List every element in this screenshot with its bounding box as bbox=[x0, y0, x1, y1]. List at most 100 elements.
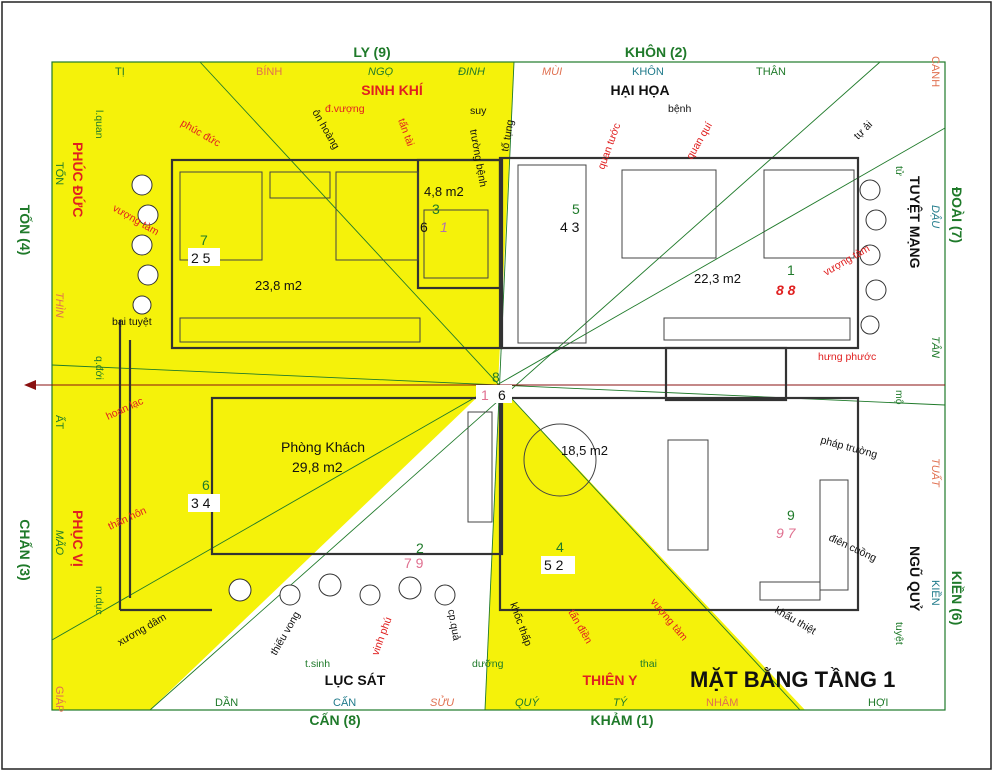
dir-left-bottom: CHẤN (3) bbox=[17, 519, 33, 580]
fs-r1-pair: 2 5 bbox=[191, 250, 211, 266]
mountain-top-4: MÙI bbox=[542, 65, 562, 78]
mountain-top-7: CANH bbox=[929, 56, 941, 87]
mountain-top-3: ĐINH bbox=[458, 66, 485, 78]
zone-ngu-quy: NGŨ QUỶ bbox=[907, 546, 924, 612]
dir-left-top: TỐN (4) bbox=[17, 205, 34, 256]
plants bbox=[131, 174, 887, 606]
mountain-top-0: TỊ bbox=[115, 66, 125, 78]
fs-r2-b: 1 bbox=[440, 219, 448, 235]
fs-r4-mid: 1 bbox=[787, 262, 795, 278]
fs-r9-mid: 9 bbox=[787, 507, 795, 523]
fs-r6-mid: 6 bbox=[202, 477, 210, 493]
sofa bbox=[467, 411, 493, 523]
star-cp-qua: cp.quả bbox=[445, 608, 462, 641]
mountain-right-2: TUẤT bbox=[929, 458, 942, 488]
zone-phuc-vi: PHỤC VỊ bbox=[70, 510, 86, 567]
bed-left-1 bbox=[179, 171, 263, 261]
bed-right-2 bbox=[763, 169, 855, 259]
room-areas: 23,8 m2 4,8 m2 22,3 m2 18,5 m2 Phòng Khá… bbox=[255, 184, 741, 475]
fs-r1-mid: 7 bbox=[200, 232, 208, 248]
star-to-tung: tố tụng bbox=[499, 119, 516, 153]
mountain-left-3: MÃO bbox=[53, 530, 66, 556]
star-benh: bệnh bbox=[668, 103, 692, 115]
compass-frame bbox=[51, 61, 946, 711]
mountain-top-5: KHÔN bbox=[632, 65, 664, 78]
fs-r7-pair: 7 9 bbox=[404, 555, 424, 571]
fs-r9-pair: 9 7 bbox=[776, 525, 797, 541]
star-mo: mộ bbox=[893, 390, 905, 405]
mountain-top-1: BÍNH bbox=[256, 65, 282, 78]
mountain-top-2: NGỌ bbox=[368, 66, 394, 78]
dir-bottom-right: KHẢM (1) bbox=[591, 712, 654, 728]
zone-sinh-khi: SINH KHÍ bbox=[361, 82, 424, 98]
furniture bbox=[179, 164, 855, 601]
room-area-4: 18,5 m2 bbox=[561, 443, 608, 458]
star-tuyet: tuyệt bbox=[893, 622, 905, 645]
mountain-right-3: KIỀN bbox=[929, 580, 942, 606]
dir-right-bottom: KIỀN (6) bbox=[949, 571, 965, 625]
direction-labels: LY (9) KHÔN (2) CẤN (8) KHẢM (1) TỐN (4)… bbox=[17, 43, 965, 728]
mountain-labels: TỊ BÍNH NGỌ ĐINH MÙI KHÔN THÂN CANH DẦN … bbox=[53, 56, 942, 712]
mountain-left-0: TỐN bbox=[53, 162, 67, 185]
mountain-right-1: TÂN bbox=[929, 336, 942, 358]
mountain-bottom-2: SỬU bbox=[430, 696, 454, 709]
zone-labels: SINH KHÍ HẠI HỌA TUYỆT MẠNG NGŨ QUỶ THIÊ… bbox=[70, 82, 924, 688]
fs-r5-mid: 8 bbox=[492, 369, 500, 385]
living-room-area: 29,8 m2 bbox=[292, 459, 343, 475]
star-m-duc: m.dục bbox=[93, 586, 105, 615]
zone-tuyet-mang: TUYỆT MẠNG bbox=[907, 176, 924, 269]
page-title: MẶT BẰNG TẦNG 1 bbox=[690, 667, 895, 692]
zone-yellow-top-left bbox=[52, 62, 514, 385]
mountain-bottom-1: CẤN bbox=[333, 696, 356, 709]
mountain-bottom-4: TÝ bbox=[613, 696, 628, 709]
mountain-bottom-5: NHÂM bbox=[706, 696, 738, 709]
mountain-left-1: THÌN bbox=[53, 292, 66, 318]
fs-r3-pair: 4 3 bbox=[560, 219, 580, 235]
star-tu: tử bbox=[893, 166, 905, 176]
fs-r5-a: 1 bbox=[481, 387, 489, 403]
fs-r7-mid: 2 bbox=[416, 540, 424, 556]
bed-right-1 bbox=[621, 169, 717, 259]
fs-r8-pair: 5 2 bbox=[544, 557, 564, 573]
room-area-3: 22,3 m2 bbox=[694, 271, 741, 286]
mountain-right-0: DẬU bbox=[929, 205, 942, 228]
fs-r4-pair: 8 8 bbox=[776, 282, 796, 298]
fs-r5-b: 6 bbox=[498, 387, 506, 403]
mountain-bottom-0: DẦN bbox=[215, 696, 238, 709]
fs-r2-a: 6 bbox=[420, 219, 428, 235]
star-d-vuong: đ.vượng bbox=[325, 103, 365, 115]
fs-r3-mid: 5 bbox=[572, 201, 580, 217]
star-duong: dưỡng bbox=[472, 658, 504, 670]
star-q-doi: q.đới bbox=[93, 356, 105, 380]
zone-luc-sat: LỤC SÁT bbox=[325, 672, 386, 688]
zone-phuc-duc: PHÚC ĐỨC bbox=[70, 142, 87, 217]
star-hung-phuoc: hưng phước bbox=[818, 351, 876, 363]
mountain-top-6: THÂN bbox=[756, 65, 786, 78]
mountain-left-2: ẤT bbox=[53, 415, 66, 429]
star-l-quan: l.quan bbox=[93, 110, 105, 139]
star-t-sinh: t.sinh bbox=[305, 658, 330, 670]
living-room-name: Phòng Khách bbox=[281, 439, 365, 455]
dining-table bbox=[523, 423, 597, 497]
star-thai: thai bbox=[640, 658, 657, 670]
star-suy: suy bbox=[470, 105, 487, 117]
zone-hai-hoa: HẠI HỌA bbox=[610, 82, 669, 98]
mountain-bottom-3: QUÝ bbox=[515, 696, 540, 709]
fs-r2-mid: 3 bbox=[432, 201, 440, 217]
dir-top-right: KHÔN (2) bbox=[625, 43, 687, 60]
bed-left-2 bbox=[335, 171, 419, 261]
fs-r8-mid: 4 bbox=[556, 539, 564, 555]
flying-stars: 7 2 5 3 6 1 5 4 3 1 8 8 8 1 6 6 3 4 2 7 … bbox=[188, 201, 797, 574]
fs-r6-pair: 3 4 bbox=[191, 495, 211, 511]
zone-thien-y: THIÊN Y bbox=[583, 671, 639, 688]
walls bbox=[118, 156, 860, 612]
star-bai-tuyet: bại tuyệt bbox=[112, 316, 152, 328]
room-area-1: 23,8 m2 bbox=[255, 278, 302, 293]
room-area-2: 4,8 m2 bbox=[424, 184, 464, 199]
dir-top: LY (9) bbox=[353, 44, 390, 60]
mountain-left-4: GIÁP bbox=[53, 686, 66, 712]
dir-right-top: ĐOÀI (7) bbox=[949, 187, 965, 243]
mountain-bottom-6: HỢI bbox=[868, 697, 888, 709]
